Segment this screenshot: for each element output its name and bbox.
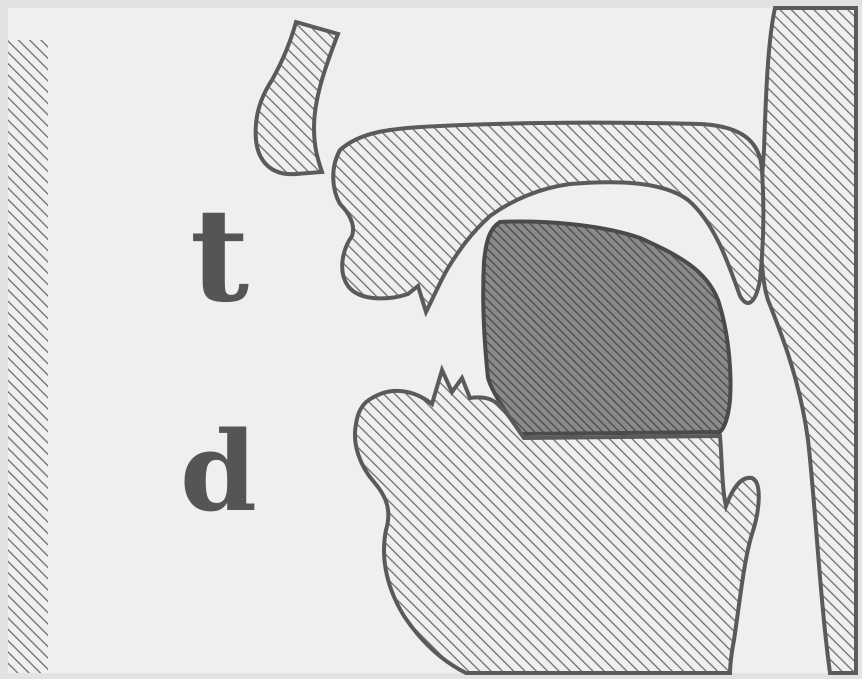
label-t: t xyxy=(190,181,249,331)
label-d: d xyxy=(180,407,257,536)
left-border-strip xyxy=(8,40,48,673)
